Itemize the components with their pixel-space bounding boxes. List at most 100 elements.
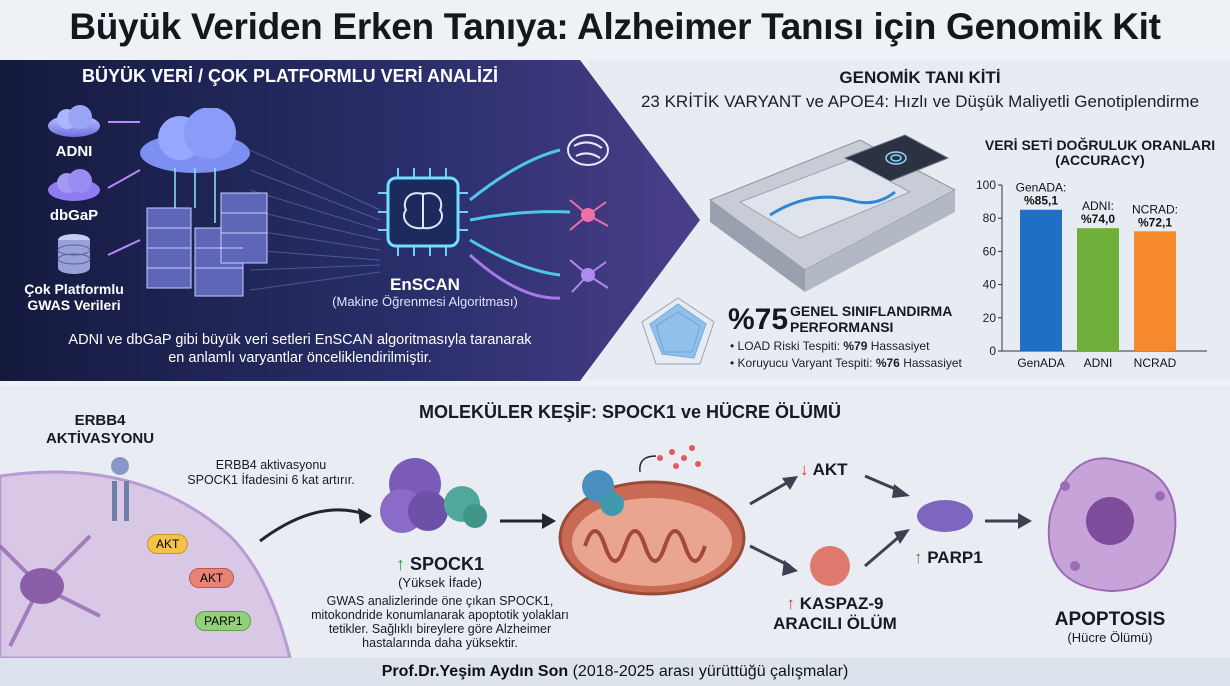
footer: Prof.Dr.Yeşim Aydın Son (2018-2025 arası… bbox=[0, 658, 1230, 686]
genomic-kit-device bbox=[708, 134, 957, 292]
parp1-label: ↑ PARP1 bbox=[914, 548, 983, 568]
up-arrow-icon: ↑ bbox=[395, 554, 405, 574]
apoptosis-label: APOPTOSIS bbox=[1054, 609, 1166, 630]
y-tick-label: 0 bbox=[989, 344, 996, 358]
bar bbox=[1020, 209, 1062, 351]
y-tick-label: 60 bbox=[983, 244, 997, 258]
caspase-cell-icon bbox=[810, 546, 850, 586]
fingerprint-icon bbox=[885, 151, 907, 165]
caption-line: ADNI ve dbGaP gibi büyük veri setleri En… bbox=[68, 332, 532, 348]
cloud-icon bbox=[48, 169, 100, 201]
caspase-label: ↑ KASPAZ-9 ARACILI ÖLÜM bbox=[760, 594, 910, 634]
performance-label-line: PERFORMANSI bbox=[790, 319, 894, 335]
brain-icon bbox=[403, 192, 443, 230]
neuron-icon bbox=[569, 199, 609, 231]
parp1-text: PARP1 bbox=[927, 548, 983, 567]
caspase-text: KASPAZ-9 bbox=[799, 594, 884, 613]
x-tick-label: ADNI bbox=[1084, 356, 1113, 370]
akt-pill: AKT bbox=[147, 534, 189, 554]
performance-value: %75 bbox=[728, 303, 789, 336]
load-risk-bullet: • LOAD Riski Tespiti: %79 Hassasiyet bbox=[730, 339, 929, 353]
erbb4-note-line: SPOCK1 İfadesini 6 kat artırır. bbox=[187, 473, 355, 487]
molecular-heading: MOLEKÜLER KEŞİF: SPOCK1 ve HÜCRE ÖLÜMÜ bbox=[418, 402, 842, 422]
apoptosis-sub: (Hücre Ölümü) bbox=[1067, 630, 1153, 645]
x-tick-label: GenADA bbox=[1017, 356, 1064, 370]
y-tick-label: 80 bbox=[983, 211, 997, 225]
bullet-text: • LOAD Riski Tespiti: bbox=[730, 339, 844, 353]
author-period: (2018-2025 arası yürüttüğü çalışmalar) bbox=[568, 663, 849, 680]
source-label-adni: ADNI bbox=[55, 143, 93, 160]
spock1-desc-line: hastalarında daha yüksektir. bbox=[362, 636, 518, 650]
bar-label-name: NCRAD: bbox=[1132, 202, 1178, 216]
performance-label-line: GENEL SINIFLANDIRMA bbox=[790, 303, 953, 319]
enscan-label: EnSCAN bbox=[390, 275, 460, 294]
up-arrow-icon: ↑ bbox=[914, 548, 923, 567]
brain-icon bbox=[567, 134, 609, 166]
spock1-protein-icon bbox=[380, 458, 487, 533]
x-tick-label: NCRAD bbox=[1134, 356, 1177, 370]
kit-subheading: 23 KRİTİK VARYANT ve APOE4: Hızlı ve Düş… bbox=[640, 92, 1200, 111]
y-tick-label: 100 bbox=[976, 178, 996, 192]
chart-title: VERİ SETİ DOĞRULUK ORANLARI (ACCURACY) bbox=[975, 138, 1225, 168]
kit-heading: GENOMİK TANI KİTİ bbox=[839, 68, 1001, 87]
bar bbox=[1077, 228, 1119, 351]
erbb4-label: ERBB4 AKTİVASYONU bbox=[30, 412, 170, 448]
spock1-sub: (Yüksek İfade) bbox=[398, 575, 482, 590]
molecular-illustration bbox=[0, 445, 1177, 658]
chart-title-line: (ACCURACY) bbox=[1055, 152, 1145, 168]
bar-label-name: ADNI: bbox=[1082, 199, 1114, 213]
enscan-desc: (Makine Öğrenmesi Algoritması) bbox=[332, 294, 518, 309]
bar-label-name: GenADA: bbox=[1016, 181, 1067, 195]
gwas-source: Çok Platformlu GWAS Verileri bbox=[14, 232, 134, 313]
akt-text: AKT bbox=[812, 460, 848, 479]
page-title: Büyük Veriden Erken Tanıya: Alzheimer Ta… bbox=[69, 6, 1161, 47]
adni-source: ADNI bbox=[45, 104, 103, 160]
spock1-text: SPOCK1 bbox=[409, 554, 485, 574]
spock1-desc-line: tetikler. Sağlıklı bireylere göre Alzhei… bbox=[328, 622, 552, 636]
database-icon bbox=[57, 234, 91, 274]
chart-title-line: VERİ SETİ DOĞRULUK ORANLARI bbox=[984, 137, 1216, 153]
chip-icon bbox=[378, 168, 468, 256]
erbb4-label-line: ERBB4 bbox=[74, 412, 126, 429]
spock1-desc-line: mitokondride konumlanarak apoptotik yola… bbox=[311, 608, 569, 622]
spock1-label: ↑ SPOCK1 bbox=[380, 554, 500, 575]
neuron-icons bbox=[567, 134, 609, 293]
cloud-icon bbox=[48, 105, 100, 137]
performance-label: GENEL SINIFLANDIRMA PERFORMANSI bbox=[790, 303, 952, 335]
bullet-value: %79 bbox=[843, 339, 868, 353]
bar-label-value: %85,1 bbox=[1024, 194, 1058, 208]
bullet-text: Hassasiyet bbox=[867, 339, 930, 353]
caption-line: en anlamlı varyantlar önceliklendirilmiş… bbox=[168, 350, 432, 366]
neuron-icon bbox=[569, 259, 609, 293]
mitochondrion-icon bbox=[558, 470, 746, 596]
parp1-protein-icon bbox=[917, 500, 973, 532]
bar bbox=[1134, 231, 1176, 351]
protective-variant-bullet: • Koruyucu Varyant Tespiti: %76 Hassasiy… bbox=[730, 356, 962, 370]
up-arrow-icon: ↑ bbox=[786, 594, 796, 613]
spock1-desc-line: GWAS analizlerinde öne çıkan SPOCK1, bbox=[326, 594, 554, 608]
server-cluster-icon bbox=[140, 108, 268, 297]
receptor-icon bbox=[111, 457, 129, 521]
dbgap-source: dbGaP bbox=[45, 168, 103, 224]
akt-pill: AKT bbox=[189, 568, 235, 588]
bullet-text: • Koruyucu Varyant Tespiti: bbox=[730, 356, 876, 370]
author-name: Prof.Dr.Yeşim Aydın Son bbox=[381, 663, 569, 680]
caspase-dots bbox=[657, 445, 701, 469]
down-arrow-icon: ↓ bbox=[800, 460, 809, 479]
nucleus bbox=[20, 568, 64, 604]
source-label-gwas: Çok Platformlu GWAS Verileri bbox=[24, 281, 124, 313]
erbb4-label-line: AKTİVASYONU bbox=[45, 430, 155, 447]
source-label-dbgap: dbGaP bbox=[49, 207, 99, 224]
apoptotic-cell-icon bbox=[1047, 457, 1177, 593]
spock1-description: GWAS analizlerinde öne çıkan SPOCK1, mit… bbox=[300, 594, 580, 650]
parp1-pill: PARP1 bbox=[195, 611, 252, 631]
erbb4-note: ERBB4 aktivasyonu SPOCK1 İfadesini 6 kat… bbox=[176, 458, 366, 488]
big-data-heading: BÜYÜK VERİ / ÇOK PLATFORMLU VERİ ANALİZİ bbox=[82, 66, 498, 86]
caspase-text: ARACILI ÖLÜM bbox=[773, 614, 897, 633]
bar-label-value: %72,1 bbox=[1138, 215, 1172, 229]
y-tick-label: 20 bbox=[983, 311, 997, 325]
bar-label-value: %74,0 bbox=[1081, 212, 1115, 226]
radar-chart-icon bbox=[641, 297, 715, 365]
erbb4-note-line: ERBB4 aktivasyonu bbox=[215, 458, 327, 472]
